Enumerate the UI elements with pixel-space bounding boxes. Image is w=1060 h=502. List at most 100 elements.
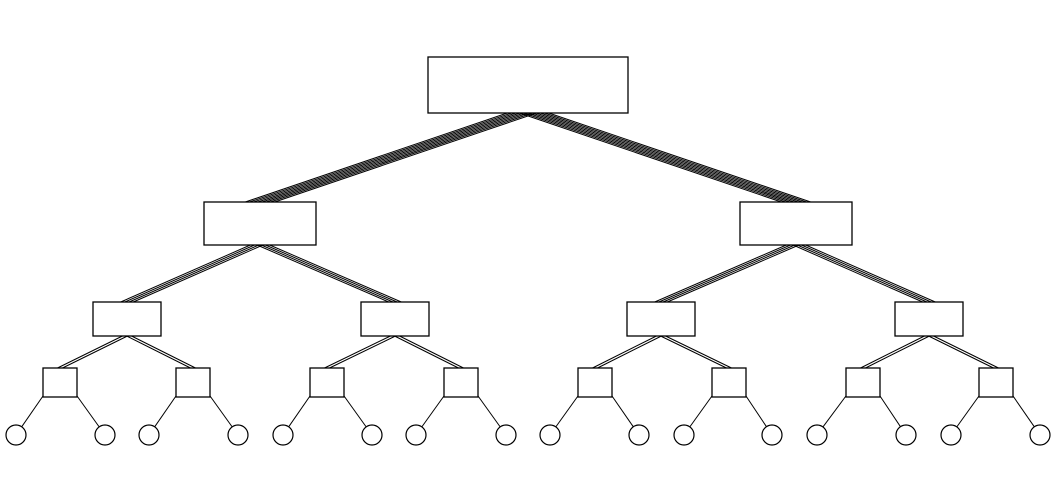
edge-bundle-level-2-0-to-level-3-0 (57, 335, 128, 369)
link-line (792, 244, 923, 303)
link-line (548, 112, 811, 203)
edge-bundle-level-1-1-to-level-2-2 (654, 244, 800, 303)
leaf-node-13 (895, 424, 917, 446)
level-3-node-5 (711, 367, 747, 398)
leaf-node-7 (495, 424, 517, 446)
link-line (476, 394, 501, 428)
edge-bundle-level-3-6-to-leaves-13 (878, 394, 901, 427)
link-line (1011, 394, 1035, 428)
edge-bundle-level-2-1-to-level-3-2 (324, 335, 396, 369)
edge-bundle-root-0-to-level-1-0 (245, 112, 537, 203)
edge-bundle-level-2-2-to-level-3-5 (660, 335, 732, 369)
link-line (133, 244, 264, 303)
link-line (654, 244, 787, 303)
link-line (269, 244, 402, 303)
link-line (523, 112, 786, 203)
leaf-node-10 (673, 424, 695, 446)
leaf-node-14 (940, 424, 962, 446)
link-line (540, 112, 803, 203)
edge-bundle-level-2-1-to-level-3-3 (394, 335, 464, 369)
level-2-node-2 (626, 301, 696, 337)
level-2-node-3 (894, 301, 964, 337)
link-line (555, 394, 580, 428)
link-line (124, 244, 255, 303)
edge-bundle-level-1-0-to-level-2-1 (256, 244, 402, 303)
level-1-node-1 (739, 201, 853, 246)
level-2-node-1 (360, 301, 430, 337)
link-line (531, 112, 795, 203)
link-line (544, 112, 807, 203)
link-line (265, 244, 398, 303)
link-line (658, 244, 791, 303)
level-3-node-0 (42, 367, 78, 398)
link-line (261, 244, 394, 303)
leaf-node-5 (361, 424, 383, 446)
link-line (245, 112, 508, 203)
edge-bundle-level-2-3-to-level-3-7 (928, 335, 999, 369)
link-line (421, 394, 446, 428)
edge-bundle-level-3-4-to-leaves-9 (610, 394, 634, 428)
edge-bundle-level-3-1-to-leaves-3 (208, 394, 233, 428)
link-line (128, 244, 259, 303)
edge-bundle-level-3-5-to-leaves-11 (744, 394, 767, 427)
leaf-node-6 (405, 424, 427, 446)
leaf-node-1 (94, 424, 116, 446)
link-line (257, 112, 521, 203)
level-3-node-1 (175, 367, 211, 398)
leaf-node-4 (272, 424, 294, 446)
link-line (662, 244, 795, 303)
edge-bundle-level-2-2-to-level-3-4 (592, 335, 662, 369)
edge-bundle-root-0-to-level-1-1 (519, 112, 811, 203)
edge-bundle-level-3-7-to-leaves-14 (956, 394, 981, 428)
leaf-node-8 (539, 424, 561, 446)
link-line (274, 112, 537, 203)
link-line (288, 394, 312, 428)
link-line (324, 335, 391, 369)
link-line (126, 335, 191, 369)
link-line (519, 112, 782, 203)
link-line (667, 244, 800, 303)
link-line (57, 335, 123, 369)
link-line (689, 394, 714, 428)
link-line (744, 394, 767, 427)
link-line (660, 335, 727, 369)
link-line (62, 335, 128, 369)
link-line (75, 394, 100, 428)
leaf-node-12 (806, 424, 828, 446)
link-line (394, 335, 459, 369)
link-line (805, 244, 936, 303)
link-line (329, 335, 396, 369)
edge-bundle-level-3-5-to-leaves-10 (689, 394, 714, 428)
edge-bundle-level-3-0-to-leaves-0 (21, 394, 45, 428)
edge-bundle-level-2-3-to-level-3-6 (860, 335, 930, 369)
link-line (822, 394, 848, 428)
link-line (120, 244, 251, 303)
link-line (253, 112, 516, 203)
link-line (801, 244, 932, 303)
edge-bundle-level-3-7-to-leaves-15 (1011, 394, 1035, 428)
link-line (256, 244, 389, 303)
edge-bundle-level-3-3-to-leaves-7 (476, 394, 501, 428)
link-line (797, 244, 928, 303)
link-line (249, 112, 512, 203)
edge-bundle-level-1-1-to-level-2-3 (792, 244, 936, 303)
link-line (154, 394, 178, 428)
link-line (527, 112, 790, 203)
root-node-0 (427, 56, 629, 114)
leaf-node-11 (761, 424, 783, 446)
link-line (270, 112, 533, 203)
link-line (266, 112, 529, 203)
link-line (610, 394, 634, 428)
edge-bundle-level-3-3-to-leaves-6 (421, 394, 446, 428)
level-3-node-4 (577, 367, 613, 398)
link-line (878, 394, 901, 427)
level-3-node-3 (443, 367, 479, 398)
link-line (21, 394, 45, 428)
link-line (928, 335, 994, 369)
link-line (933, 335, 999, 369)
link-line (535, 112, 799, 203)
edge-bundle-level-2-0-to-level-3-1 (126, 335, 196, 369)
link-line (208, 394, 233, 428)
edge-bundle-level-1-0-to-level-2-0 (120, 244, 264, 303)
